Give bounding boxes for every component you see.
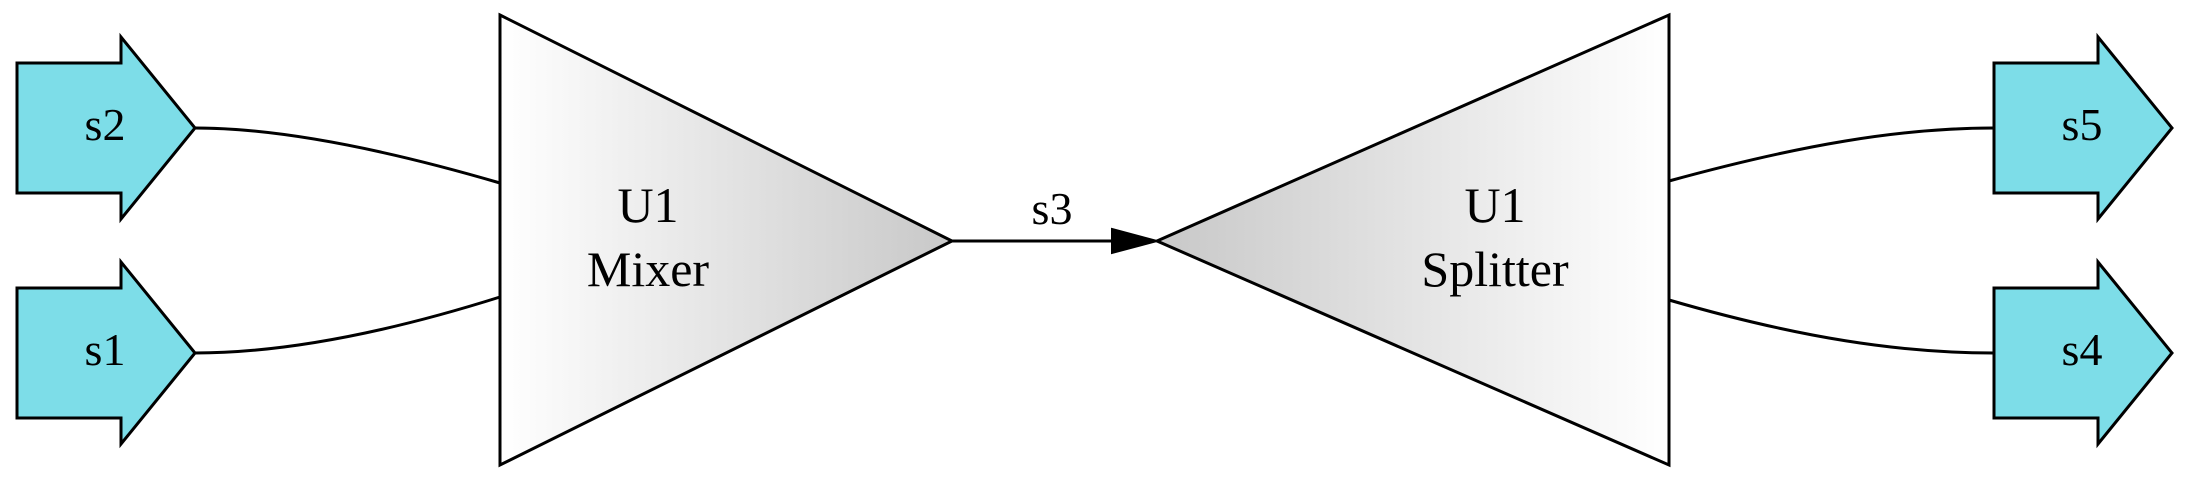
splitter-unit[interactable]: U1 Splitter: [1153, 12, 1671, 468]
stream-line-s4[interactable]: [1668, 298, 1995, 355]
feed-stream-s2[interactable]: s2: [15, 32, 197, 224]
stream-line-s1[interactable]: [194, 295, 501, 355]
stream-line-s5[interactable]: [1668, 126, 1995, 183]
mixer-triangle-icon: [498, 12, 956, 468]
splitter-unit-type: Splitter: [1421, 241, 1569, 297]
arrow-right-icon: [15, 257, 197, 449]
stream-lines: [194, 126, 1995, 355]
stream-line-s2[interactable]: [194, 126, 501, 185]
arrow-right-icon: [1992, 257, 2174, 449]
splitter-unit-name: U1: [1464, 177, 1525, 233]
connection-label-s3: s3: [1032, 183, 1073, 234]
stream-label-s1: s1: [85, 324, 126, 375]
stream-label-s5: s5: [2062, 99, 2103, 150]
mixer-unit[interactable]: U1 Mixer: [498, 12, 956, 468]
feed-stream-s1[interactable]: s1: [15, 257, 197, 449]
stream-label-s2: s2: [85, 99, 126, 150]
splitter-triangle-icon: [1153, 12, 1671, 468]
stream-label-s4: s4: [2062, 324, 2103, 375]
arrow-right-icon: [15, 32, 197, 224]
mixer-unit-name: U1: [617, 177, 678, 233]
arrow-right-icon: [1992, 32, 2174, 224]
stream-s3-arrowhead-icon: [1111, 227, 1161, 255]
product-stream-s4[interactable]: s4: [1992, 257, 2174, 449]
mixer-unit-type: Mixer: [587, 241, 710, 297]
product-stream-s5[interactable]: s5: [1992, 32, 2174, 224]
